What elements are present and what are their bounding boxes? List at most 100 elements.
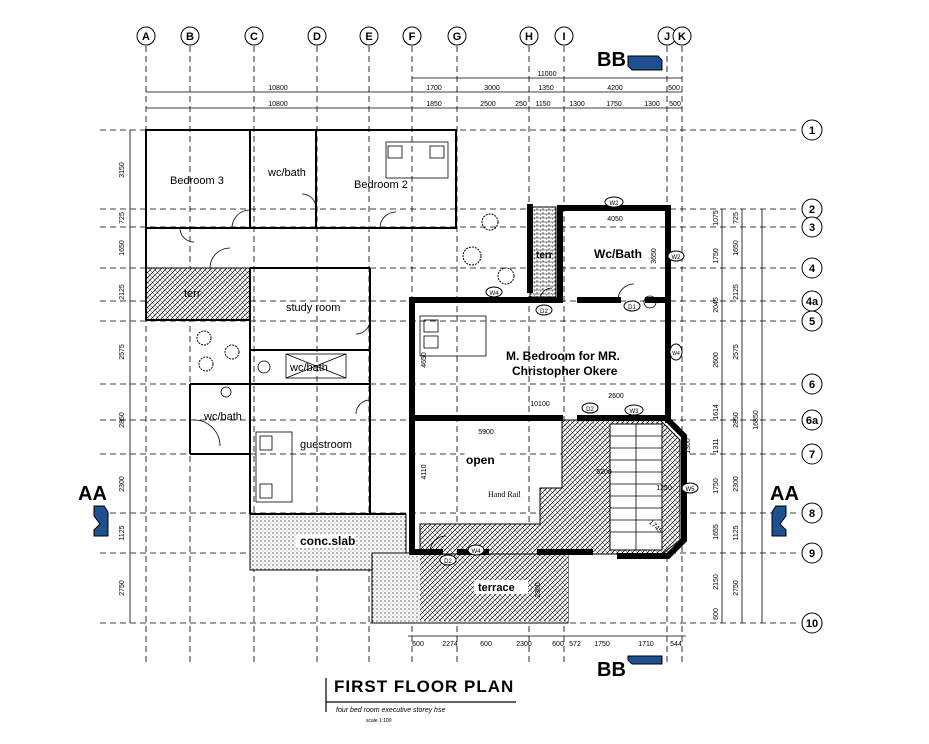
svg-text:5900: 5900 <box>478 429 494 436</box>
svg-text:4: 4 <box>809 263 816 275</box>
svg-text:1075: 1075 <box>713 210 720 226</box>
svg-text:2045: 2045 <box>713 297 720 313</box>
svg-text:5200: 5200 <box>596 469 612 476</box>
svg-text:2600: 2600 <box>713 352 720 368</box>
tag-d2-b: D2 <box>581 402 599 414</box>
svg-text:1750: 1750 <box>713 478 720 494</box>
svg-text:6: 6 <box>809 379 815 391</box>
svg-text:1250: 1250 <box>656 485 672 492</box>
room-label-terr-1: terr <box>184 288 201 300</box>
tag-w2-right: W2 <box>667 250 685 262</box>
label-hand-rail: Hand Rail <box>488 490 521 499</box>
svg-text:3650: 3650 <box>651 248 658 264</box>
grid-bubble-e: E <box>359 26 379 46</box>
svg-text:500: 500 <box>669 101 681 108</box>
svg-text:1750: 1750 <box>606 101 622 108</box>
grid-column-bubbles: A B C D E F G H I J K <box>136 26 692 46</box>
svg-text:2125: 2125 <box>119 284 126 300</box>
svg-text:D1: D1 <box>628 305 636 311</box>
svg-text:1300: 1300 <box>685 438 692 454</box>
svg-text:2: 2 <box>809 204 815 216</box>
svg-text:9: 9 <box>809 548 815 560</box>
grid-bubble-8: 8 <box>801 502 823 524</box>
room-label-wc-bath-3: wc/bath <box>203 411 242 423</box>
svg-text:1700: 1700 <box>426 85 442 92</box>
grid-bubble-4a: 4a <box>801 290 823 312</box>
tag-w4-a: W4 <box>485 286 503 298</box>
svg-text:W5: W5 <box>686 487 696 493</box>
svg-text:1125: 1125 <box>119 525 126 540</box>
svg-text:6a: 6a <box>806 415 819 427</box>
tag-d2-a: D2 <box>535 304 553 316</box>
svg-text:W2: W2 <box>610 201 620 207</box>
svg-text:3150: 3150 <box>119 162 126 178</box>
grid-bubble-9: 9 <box>801 542 823 564</box>
svg-text:8: 8 <box>809 508 815 520</box>
svg-text:1150: 1150 <box>535 101 550 108</box>
left-dimensions: 3150 725 1650 2125 2575 2850 2300 1125 2… <box>119 130 131 623</box>
room-label-study-room: study room <box>286 302 340 314</box>
grid-bubble-6a: 6a <box>801 409 823 431</box>
svg-text:4200: 4200 <box>607 85 623 92</box>
room-labels: Bedroom 3 wc/bath Bedroom 2 Wc/Bath terr… <box>170 167 642 594</box>
svg-text:2850: 2850 <box>119 412 126 428</box>
grid-bubble-3: 3 <box>801 216 823 238</box>
room-label-terrace: terrace <box>478 582 515 594</box>
svg-text:2500: 2500 <box>480 101 496 108</box>
tag-w4-b: W4 <box>669 343 683 361</box>
svg-text:1650: 1650 <box>119 240 126 256</box>
svg-text:2274: 2274 <box>442 641 458 648</box>
section-mark-aa-left: AA <box>78 483 109 537</box>
svg-text:544: 544 <box>670 641 682 648</box>
svg-text:D: D <box>313 31 321 43</box>
svg-text:1750: 1750 <box>713 248 720 264</box>
svg-text:W4: W4 <box>490 291 500 297</box>
room-label-bedroom-3: Bedroom 3 <box>170 175 224 187</box>
svg-text:11000: 11000 <box>538 71 557 78</box>
grid-bubble-4: 4 <box>801 257 823 279</box>
right-dimensions: 1075 1750 2045 2600 1614 1311 1750 1655 … <box>713 209 763 623</box>
svg-text:BB: BB <box>597 49 626 71</box>
svg-text:3: 3 <box>809 222 815 234</box>
room-label-bedroom-2: Bedroom 2 <box>354 179 408 191</box>
svg-text:3000: 3000 <box>484 85 500 92</box>
grid-bubble-i: I <box>554 26 574 46</box>
svg-text:2575: 2575 <box>119 344 126 360</box>
svg-text:10800: 10800 <box>268 85 288 92</box>
plant-icons <box>196 213 515 372</box>
svg-text:1650: 1650 <box>733 240 740 256</box>
svg-text:2150: 2150 <box>713 574 720 590</box>
grid-bubble-f: F <box>402 26 422 46</box>
grid-bubble-b: B <box>180 26 200 46</box>
svg-text:1311: 1311 <box>713 438 720 453</box>
svg-text:F: F <box>409 31 416 43</box>
svg-text:B: B <box>186 31 194 43</box>
grid-bubble-5: 5 <box>801 310 823 332</box>
grid-row-bubbles: 1 2 3 4 4a 5 6 6a 7 8 9 10 <box>801 119 823 634</box>
svg-text:7: 7 <box>809 449 815 461</box>
svg-text:BB: BB <box>597 659 626 681</box>
svg-text:H: H <box>525 31 533 43</box>
svg-text:10800: 10800 <box>268 101 288 108</box>
section-mark-bb-bottom: BB <box>597 655 663 681</box>
svg-text:AA: AA <box>78 483 107 505</box>
svg-text:10: 10 <box>806 618 818 630</box>
walls-left-wing <box>145 129 457 515</box>
svg-text:2750: 2750 <box>733 580 740 596</box>
svg-text:D2: D2 <box>540 309 548 315</box>
bottom-dimensions: 600 2274 600 2300 600 572 1750 1710 544 <box>408 635 686 648</box>
top-dimensions: 11000 10800 1700 3000 1350 4200 500 1080… <box>146 71 682 109</box>
svg-text:1850: 1850 <box>426 101 442 108</box>
furniture <box>220 141 657 503</box>
svg-text:W2: W2 <box>672 255 682 261</box>
svg-text:W4: W4 <box>472 549 482 555</box>
grid-bubble-10: 10 <box>801 612 823 634</box>
svg-text:A: A <box>142 31 150 43</box>
svg-text:2300: 2300 <box>516 641 532 648</box>
grid-bubble-7: 7 <box>801 443 823 465</box>
svg-text:4a: 4a <box>806 296 819 308</box>
svg-text:4650: 4650 <box>421 352 428 368</box>
svg-text:600: 600 <box>552 641 564 648</box>
door-swings <box>179 193 635 553</box>
